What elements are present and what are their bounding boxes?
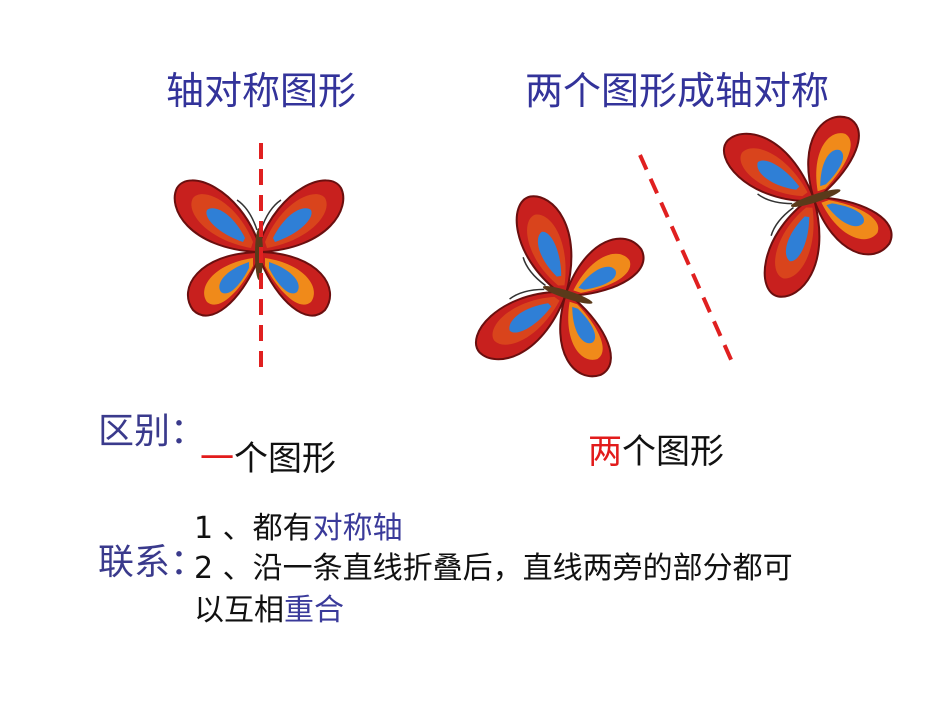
butterfly-icon	[470, 190, 654, 396]
title-two-figures-symmetric: 两个图形成轴对称	[525, 69, 830, 113]
connection-item-2-line-2: 以互相重合	[194, 596, 344, 626]
difference-right-highlight: 两	[588, 432, 622, 472]
title-axis-symmetric-figure: 轴对称图形	[166, 69, 357, 113]
difference-right-rest: 个图形	[622, 432, 724, 472]
difference-label: 区别：	[98, 411, 207, 452]
difference-left-rest: 个图形	[234, 439, 336, 479]
connection-item-2-line-1: 2 、沿一条直线折叠后，直线两旁的部分都可	[194, 551, 793, 586]
connection-item-1-prefix: 1 、都有	[194, 511, 313, 546]
difference-right-text: 两个图形	[588, 435, 724, 469]
connection-item-2-highlight: 重合	[284, 593, 344, 628]
dashed-axis-line	[638, 154, 735, 365]
connection-item-1-highlight: 对称轴	[312, 511, 403, 546]
connection-item-1: 1 、都有对称轴	[194, 514, 403, 544]
butterfly-icon	[718, 97, 902, 303]
difference-left-text: 一个图形	[200, 442, 336, 476]
connection-label: 联系：	[98, 542, 207, 583]
connection-item-2-prefix: 以互相	[194, 593, 284, 628]
difference-left-highlight: 一	[200, 439, 234, 479]
